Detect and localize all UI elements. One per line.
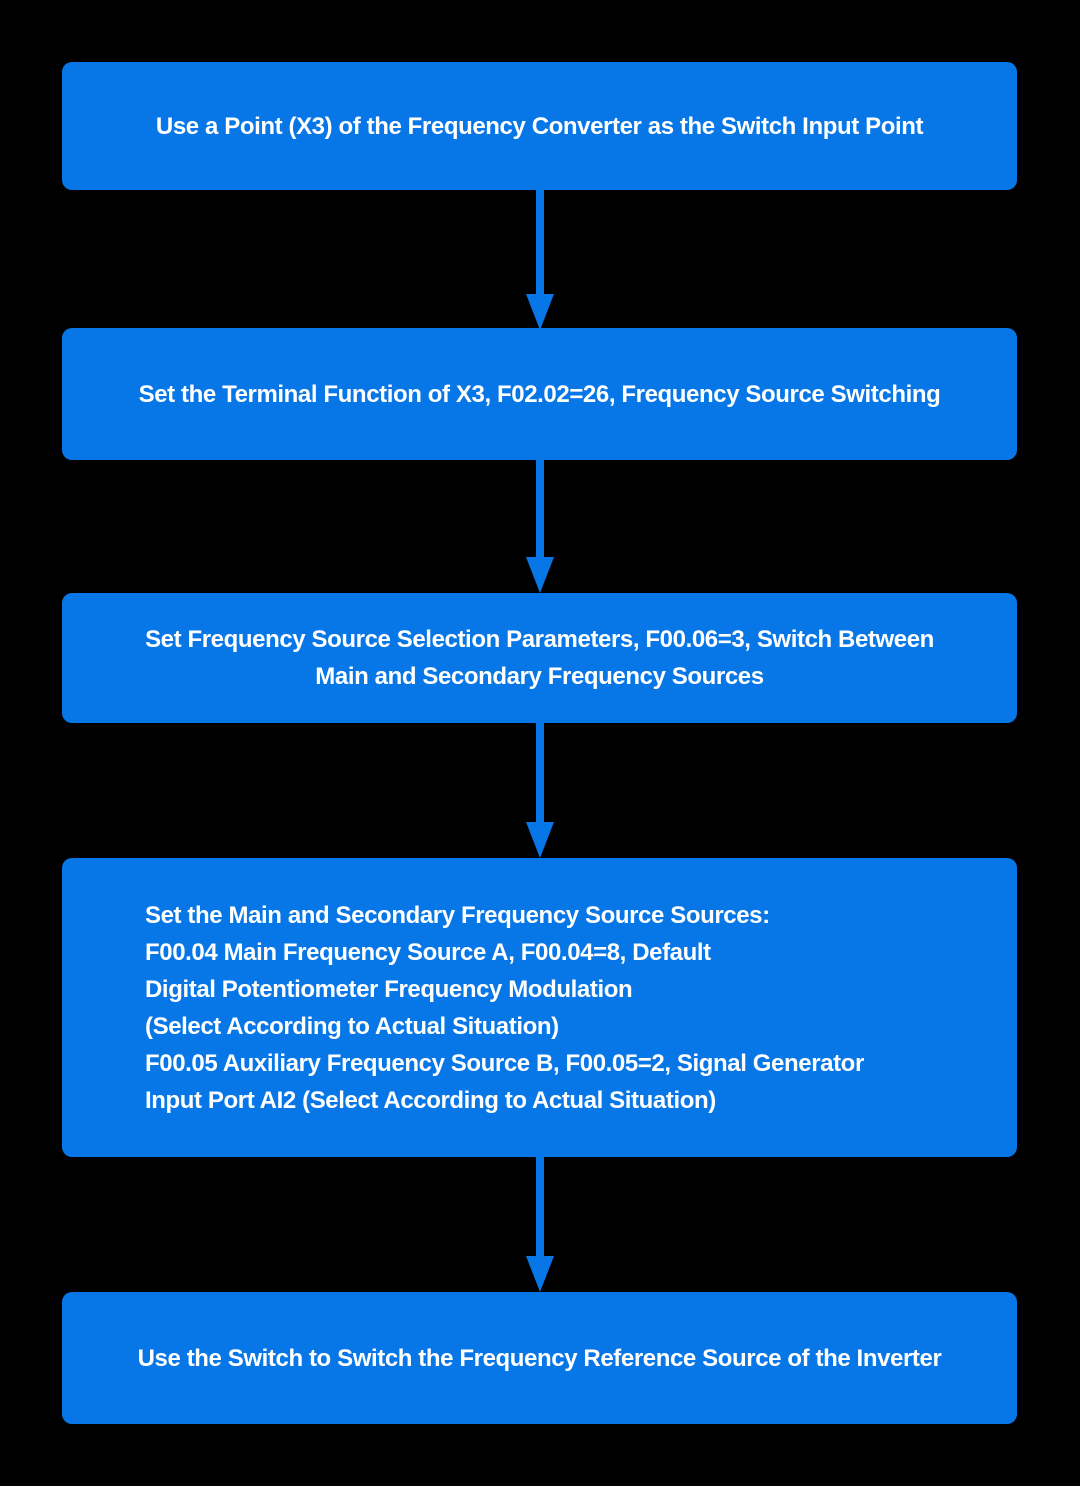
step-4-text-line-6: Input Port AI2 (Select According to Actu… [145, 1086, 716, 1114]
flow-arrow-3 [526, 723, 554, 858]
step-box-4: Set the Main and Secondary Frequency Sou… [62, 858, 1017, 1157]
flow-arrow-2 [526, 460, 554, 593]
arrow-shaft [536, 723, 544, 824]
step-2-text: Set the Terminal Function of X3, F02.02=… [138, 380, 941, 408]
step-box-2: Set the Terminal Function of X3, F02.02=… [62, 328, 1017, 460]
flow-arrow-1 [526, 190, 554, 330]
arrow-down-icon [526, 822, 554, 858]
step-4-text-line-3: Digital Potentiometer Frequency Modulati… [145, 975, 633, 1003]
step-box-5: Use the Switch to Switch the Frequency R… [62, 1292, 1017, 1424]
step-box-1: Use a Point (X3) of the Frequency Conver… [62, 62, 1017, 190]
arrow-shaft [536, 190, 544, 296]
arrow-shaft [536, 1157, 544, 1258]
step-3-text-line-1: Set Frequency Source Selection Parameter… [145, 626, 934, 653]
arrow-down-icon [526, 294, 554, 330]
arrow-down-icon [526, 1256, 554, 1292]
step-3-text-line-2: Main and Secondary Frequency Sources [315, 663, 764, 690]
step-4-text-line-2: F00.04 Main Frequency Source A, F00.04=8… [145, 938, 711, 966]
step-box-3: Set Frequency Source Selection Parameter… [62, 593, 1017, 723]
step-1-text: Use a Point (X3) of the Frequency Conver… [155, 112, 924, 140]
arrow-down-icon [526, 557, 554, 593]
step-4-text-line-1: Set the Main and Secondary Frequency Sou… [145, 901, 770, 929]
step-5-text: Use the Switch to Switch the Frequency R… [137, 1344, 942, 1372]
step-4-text-line-4: (Select According to Actual Situation) [145, 1012, 559, 1040]
step-4-text-line-5: F00.05 Auxiliary Frequency Source B, F00… [145, 1049, 864, 1077]
arrow-shaft [536, 460, 544, 559]
flow-arrow-4 [526, 1157, 554, 1292]
